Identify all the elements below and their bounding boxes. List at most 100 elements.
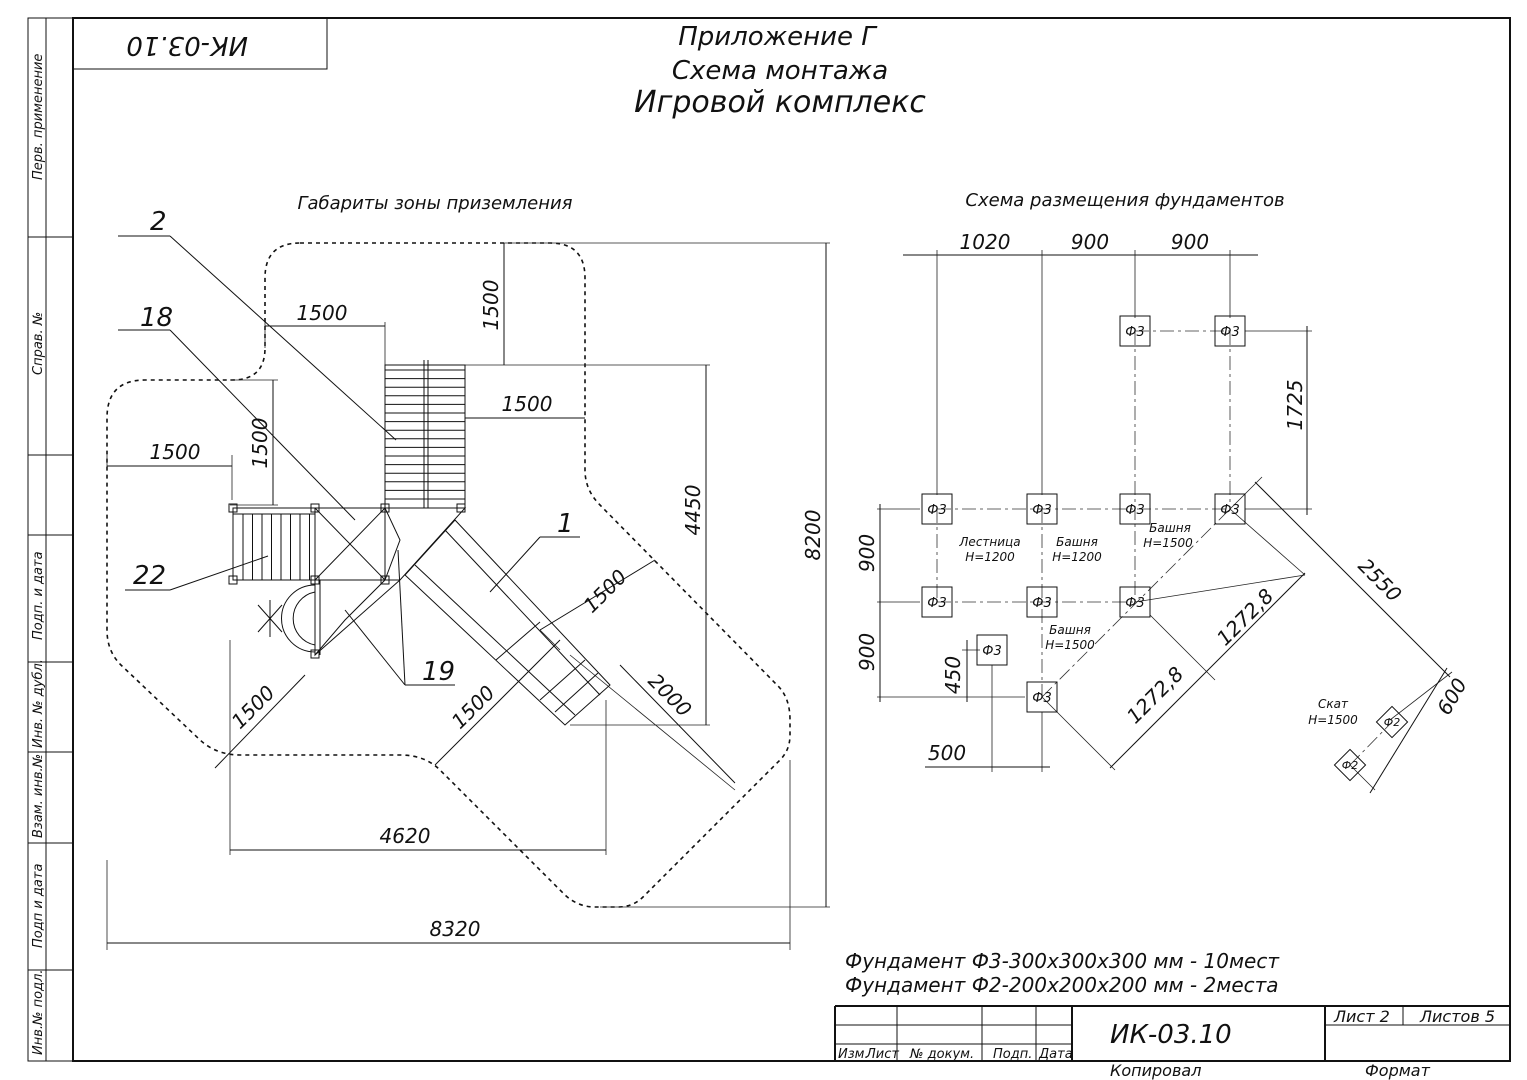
note-tower3-1: Башня xyxy=(1049,623,1091,637)
f3-label: Ф3 xyxy=(1032,503,1051,518)
dim-900b: 900 xyxy=(1171,230,1209,254)
callout-18: 18 xyxy=(140,303,173,333)
left-view-heading: Габариты зоны приземления xyxy=(297,193,572,214)
foundations-f2: Ф2 Ф2 xyxy=(1333,705,1409,782)
foundation-note-1: Фундамент Ф3-300х300х300 мм - 10мест xyxy=(845,949,1280,973)
foundation-notes-small: Лестница H=1200 Башня H=1200 Башня H=150… xyxy=(958,521,1358,727)
foundation-note-2: Фундамент Ф2-200х200х200 мм - 2места xyxy=(845,973,1279,997)
foundation-notes: Фундамент Ф3-300х300х300 мм - 10мест Фун… xyxy=(845,949,1280,997)
callouts: 2 18 22 1 19 xyxy=(118,207,580,687)
callout-19: 19 xyxy=(422,657,455,687)
note-tower2-2: H=1500 xyxy=(1143,536,1193,550)
stamp-code: ИК-03.10 xyxy=(126,30,248,60)
dim-4450: 4450 xyxy=(681,485,705,536)
f2-label: Ф2 xyxy=(1342,759,1358,772)
dim-900v2: 900 xyxy=(855,633,879,671)
side-labels: Перв. применение Справ. № Подп. и дата И… xyxy=(31,54,46,1055)
note-tower1-1: Башня xyxy=(1056,535,1098,549)
f2-label: Ф2 xyxy=(1384,716,1400,729)
tb-col-podp: Подп. xyxy=(993,1047,1032,1062)
f3-label: Ф3 xyxy=(927,503,946,518)
dim-8200: 8200 xyxy=(801,510,825,561)
side-label-perv: Перв. применение xyxy=(31,54,46,180)
dim-bottom-1500-b: 1500 xyxy=(447,681,500,734)
side-label-sprav: Справ. № xyxy=(31,312,46,375)
sheet-frame xyxy=(27,17,1511,1062)
dim-slide-2000: 2000 xyxy=(643,669,696,722)
tb-col-doc: № докум. xyxy=(909,1047,974,1062)
f3-label: Ф3 xyxy=(1220,503,1239,518)
left-extension-lines xyxy=(106,242,830,950)
stamp-box: ИК-03.10 xyxy=(72,17,328,70)
title-block-top: Приложение Г Схема монтажа Игровой компл… xyxy=(634,22,926,120)
dim-8320: 8320 xyxy=(430,917,481,941)
dim-900a: 900 xyxy=(1071,230,1109,254)
dim-900v1: 900 xyxy=(855,534,879,572)
dim-vert-1500-top: 1500 xyxy=(479,280,503,331)
tb-col-list: Лист xyxy=(865,1047,899,1062)
dim-slide-1500: 1500 xyxy=(579,565,632,618)
note-ladder-1: Лестница xyxy=(958,535,1020,549)
tb-sheet: Лист 2 xyxy=(1333,1007,1390,1026)
dim-top-1500: 1500 xyxy=(297,301,348,325)
dim-1725: 1725 xyxy=(1283,380,1307,431)
arch-climber xyxy=(257,584,316,653)
title-line1: Приложение Г xyxy=(678,22,878,52)
note-tower1-2: H=1200 xyxy=(1052,550,1102,564)
f3-label: Ф3 xyxy=(1125,325,1144,340)
right-view-heading: Схема размещения фундаментов xyxy=(965,190,1284,211)
right-view: Схема размещения фундаментов 1020 900 90… xyxy=(855,190,1472,794)
dim-vert-1500-left: 1500 xyxy=(248,418,272,469)
side-label-vzam: Взам. инв.№ xyxy=(31,754,46,838)
f3-label: Ф3 xyxy=(1125,503,1144,518)
callout-22: 22 xyxy=(133,561,166,591)
title-line3: Игровой комплекс xyxy=(634,85,926,120)
side-label-inv-dubl: Инв. № дубл. xyxy=(31,659,46,748)
dim-left-1500: 1500 xyxy=(150,440,201,464)
tower-platform xyxy=(314,507,467,657)
left-view: Габариты зоны приземления xyxy=(106,193,830,950)
side-label-podp1: Подп. и дата xyxy=(31,551,46,640)
f3-label: Ф3 xyxy=(1125,596,1144,611)
tb-code: ИК-03.10 xyxy=(1110,1020,1232,1050)
side-label-inv-podl: Инв.№ подл. xyxy=(31,969,46,1055)
tb-col-izm: Изм. xyxy=(838,1047,869,1062)
dim-600: 600 xyxy=(1432,674,1472,719)
f3-label: Ф3 xyxy=(1032,596,1051,611)
slide xyxy=(404,519,611,726)
dim-450: 450 xyxy=(941,656,965,694)
callout-2: 2 xyxy=(150,207,167,237)
side-label-podp2: Подп и дата xyxy=(31,864,46,948)
dim-1272b: 1272,8 xyxy=(1212,584,1278,650)
landing-zone-outline xyxy=(106,242,791,908)
dim-500: 500 xyxy=(928,741,966,765)
f3-label: Ф3 xyxy=(982,644,1001,659)
dim-1020: 1020 xyxy=(960,230,1011,254)
left-dimension-lines xyxy=(107,243,827,944)
foundations-f3: Ф3 Ф3 Ф3 Ф3 Ф3 Ф3 Ф3 Ф3 Ф3 Ф3 Ф3 xyxy=(921,315,1246,713)
f3-label: Ф3 xyxy=(1032,691,1051,706)
left-dimension-texts: 1500 1500 1500 1500 1500 4450 8200 1500 … xyxy=(150,280,825,941)
left-ladder xyxy=(232,507,316,581)
title-line2: Схема монтажа xyxy=(672,56,888,86)
posts xyxy=(228,503,466,659)
f3-label: Ф3 xyxy=(927,596,946,611)
tb-copied: Копировал xyxy=(1110,1061,1201,1080)
note-tower3-2: H=1500 xyxy=(1045,638,1095,652)
f3-label: Ф3 xyxy=(1220,325,1239,340)
title-block: Изм. Лист № докум. Подп. Дата ИК-03.10 Л… xyxy=(834,1005,1510,1080)
dim-1272a: 1272,8 xyxy=(1122,662,1188,728)
note-ladder-2: H=1200 xyxy=(965,550,1015,564)
tb-sheets: Листов 5 xyxy=(1419,1007,1495,1026)
dim-4620: 4620 xyxy=(380,824,431,848)
tb-format: Формат xyxy=(1365,1061,1431,1080)
dim-right-1500: 1500 xyxy=(502,392,553,416)
dim-2550: 2550 xyxy=(1353,554,1406,607)
note-slide-1: Скат xyxy=(1318,697,1349,711)
note-slide-2: H=1500 xyxy=(1308,713,1358,727)
tb-col-data: Дата xyxy=(1038,1047,1073,1062)
top-ladder xyxy=(384,360,466,509)
dim-bottom-1500-a: 1500 xyxy=(227,681,280,734)
callout-1: 1 xyxy=(557,509,574,539)
